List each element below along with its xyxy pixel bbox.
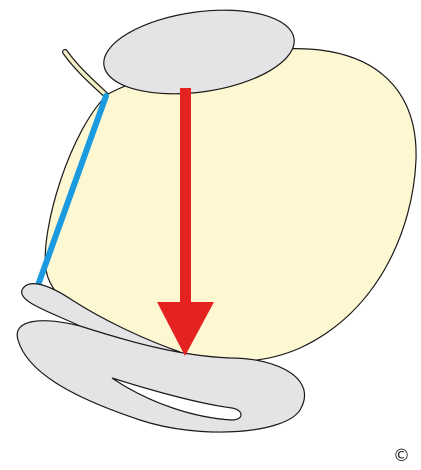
main-body-shape [45, 49, 416, 362]
thin-strand [65, 52, 107, 96]
copyright-symbol: © [393, 448, 410, 465]
